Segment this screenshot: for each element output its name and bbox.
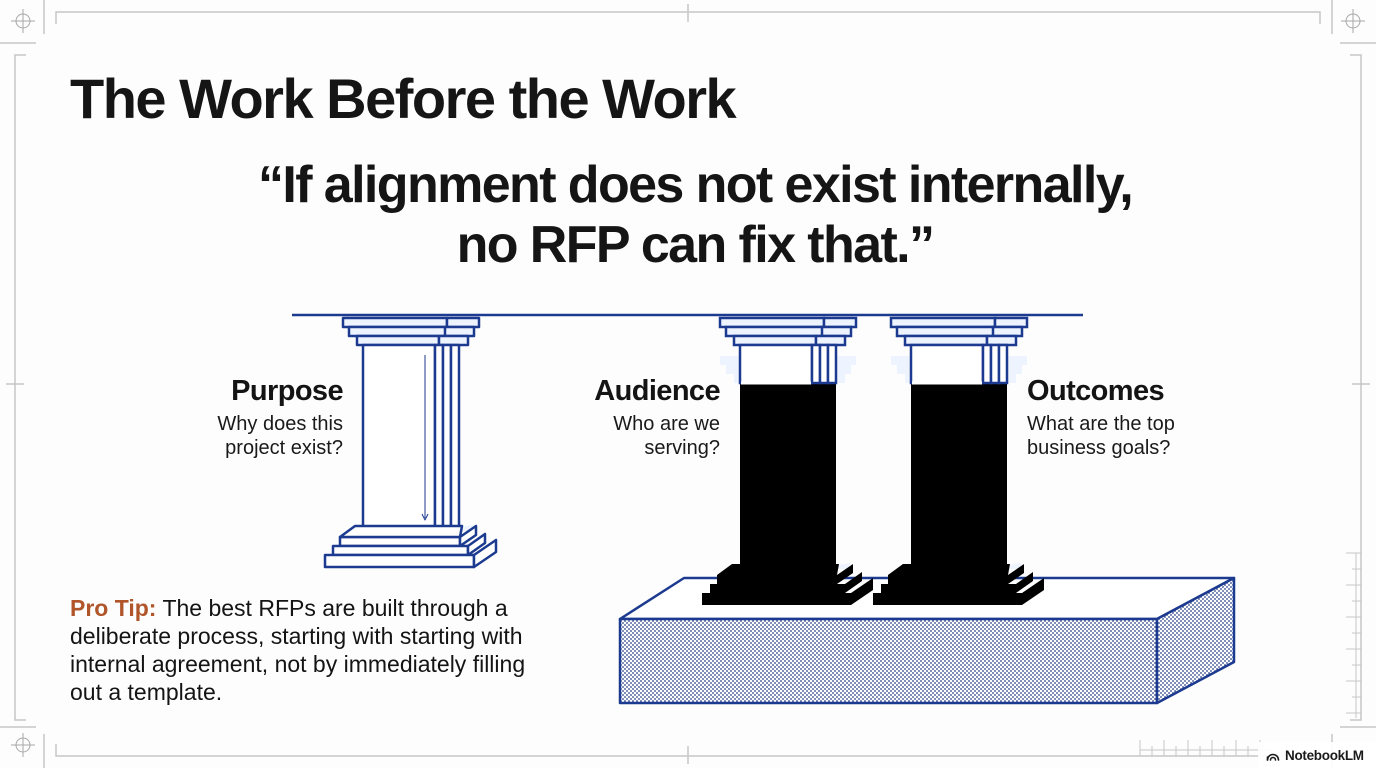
registration-mark-icon xyxy=(11,9,1365,757)
pro-tip: Pro Tip: The best RFPs are built through… xyxy=(70,594,550,706)
quote-line-2: no RFP can fix that.” xyxy=(456,216,935,274)
quote: “If alignment does not exist internally,… xyxy=(150,155,1240,275)
pillar-left xyxy=(323,316,498,569)
pillar-heading: Audience xyxy=(594,375,720,407)
slide-title: The Work Before the Work xyxy=(70,67,737,130)
pillar-heading: Outcomes xyxy=(1027,375,1165,407)
pillar-heading: Purpose xyxy=(231,375,343,407)
notebooklm-logo-icon xyxy=(1266,753,1280,761)
notebooklm-label: NotebookLM xyxy=(1285,747,1364,763)
notebooklm-badge: NotebookLM xyxy=(1258,742,1376,768)
pro-tip-lead: Pro Tip: xyxy=(70,595,157,621)
quote-line-1: “If alignment does not exist internally, xyxy=(257,156,1134,214)
pro-tip-text: The best RFPs are built through a delibe… xyxy=(70,595,526,705)
pillar-right xyxy=(871,354,1046,607)
pillar-middle xyxy=(700,354,875,607)
